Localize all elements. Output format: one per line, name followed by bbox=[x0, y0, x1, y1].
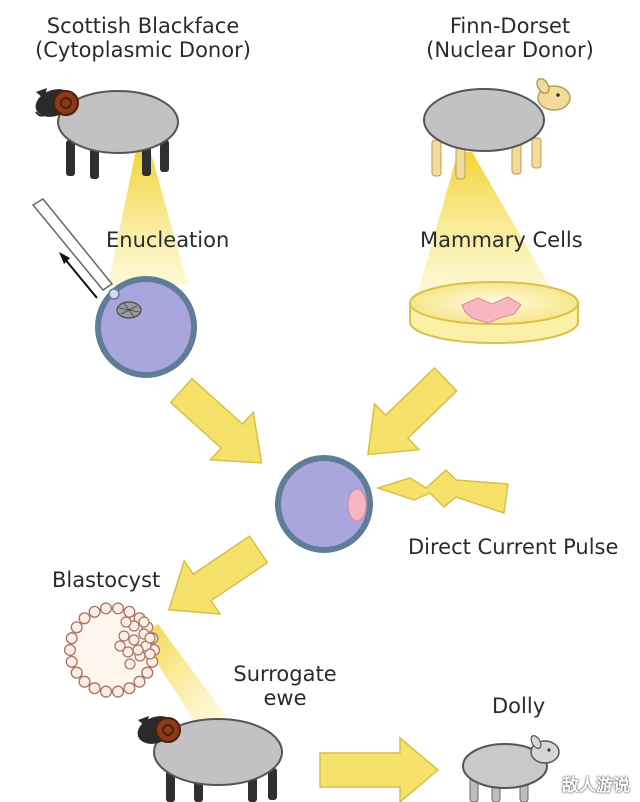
blastocyst-cell bbox=[78, 612, 91, 625]
inner-cell-mass-cell bbox=[124, 658, 136, 670]
blastocyst-cell bbox=[123, 605, 136, 618]
blastocyst-cell bbox=[70, 621, 83, 634]
finn-dorset-sheep-icon bbox=[423, 77, 571, 180]
petri-dish-icon bbox=[409, 281, 579, 344]
inner-cell-mass-cell bbox=[122, 646, 134, 658]
inner-cell-mass-cell bbox=[144, 648, 156, 660]
surrogate-ewe-sheep-icon bbox=[137, 716, 283, 802]
beam-blastocyst bbox=[140, 624, 226, 724]
egg-cell-enucleation bbox=[95, 276, 197, 378]
blastocyst-cell bbox=[78, 675, 91, 688]
inner-cell-mass-cell bbox=[120, 616, 132, 628]
arrow-surrogate-to-dolly bbox=[319, 736, 440, 802]
dolly-label: Dolly bbox=[492, 694, 546, 718]
blastocyst-cell bbox=[65, 655, 78, 668]
blastocyst-cell bbox=[111, 602, 125, 615]
beam-left-donor bbox=[108, 150, 188, 285]
blastocyst-label: Blastocyst bbox=[52, 568, 161, 592]
blastocyst-cell bbox=[63, 643, 77, 657]
pipette-icon bbox=[31, 198, 114, 299]
inner-cell-mass-cell bbox=[128, 634, 140, 646]
arrow-cells-to-fusion bbox=[367, 366, 458, 456]
scottish-blackface-sheep-icon bbox=[35, 88, 179, 179]
blastocyst-cell bbox=[99, 685, 113, 698]
lightning-bolt-icon bbox=[375, 468, 509, 514]
scottish-blackface-label: Scottish Blackface (Cytoplasmic Donor) bbox=[35, 14, 251, 62]
mammary-cells-label: Mammary Cells bbox=[420, 228, 583, 252]
blastocyst-cell bbox=[65, 632, 78, 645]
blastocyst-cell bbox=[133, 675, 146, 688]
inner-cell-mass-cell bbox=[138, 616, 150, 628]
inner-cell-mass-cell bbox=[144, 632, 156, 644]
blastocyst-cell bbox=[70, 666, 83, 679]
dolly-lamb-icon bbox=[462, 735, 560, 802]
arrow-egg-to-fusion bbox=[169, 377, 263, 464]
blastocyst-cell bbox=[123, 682, 136, 695]
finn-dorset-label: Finn-Dorset (Nuclear Donor) bbox=[426, 14, 594, 62]
blastocyst-cell bbox=[111, 685, 125, 698]
surrogate-ewe-label: Surrogate ewe bbox=[233, 662, 337, 710]
mammary-tissue bbox=[461, 296, 522, 324]
blastocyst-cell bbox=[88, 605, 101, 618]
arrow-fusion-to-blastocyst bbox=[167, 535, 269, 615]
watermark: 敌人游说 bbox=[562, 776, 630, 796]
blastocyst-icon bbox=[63, 602, 161, 698]
blastocyst-cell bbox=[99, 602, 113, 615]
blastocyst-cell bbox=[88, 682, 101, 695]
inner-cell-mass-cell bbox=[114, 640, 126, 652]
direct-current-pulse-label: Direct Current Pulse bbox=[408, 535, 619, 559]
inner-cell-mass-cell bbox=[118, 630, 130, 642]
beam-right-donor bbox=[418, 152, 553, 292]
fused-cell bbox=[275, 455, 373, 553]
inner-cell-mass-cell bbox=[132, 644, 144, 656]
blastocyst-cell bbox=[141, 666, 154, 679]
enucleation-label: Enucleation bbox=[106, 228, 230, 252]
